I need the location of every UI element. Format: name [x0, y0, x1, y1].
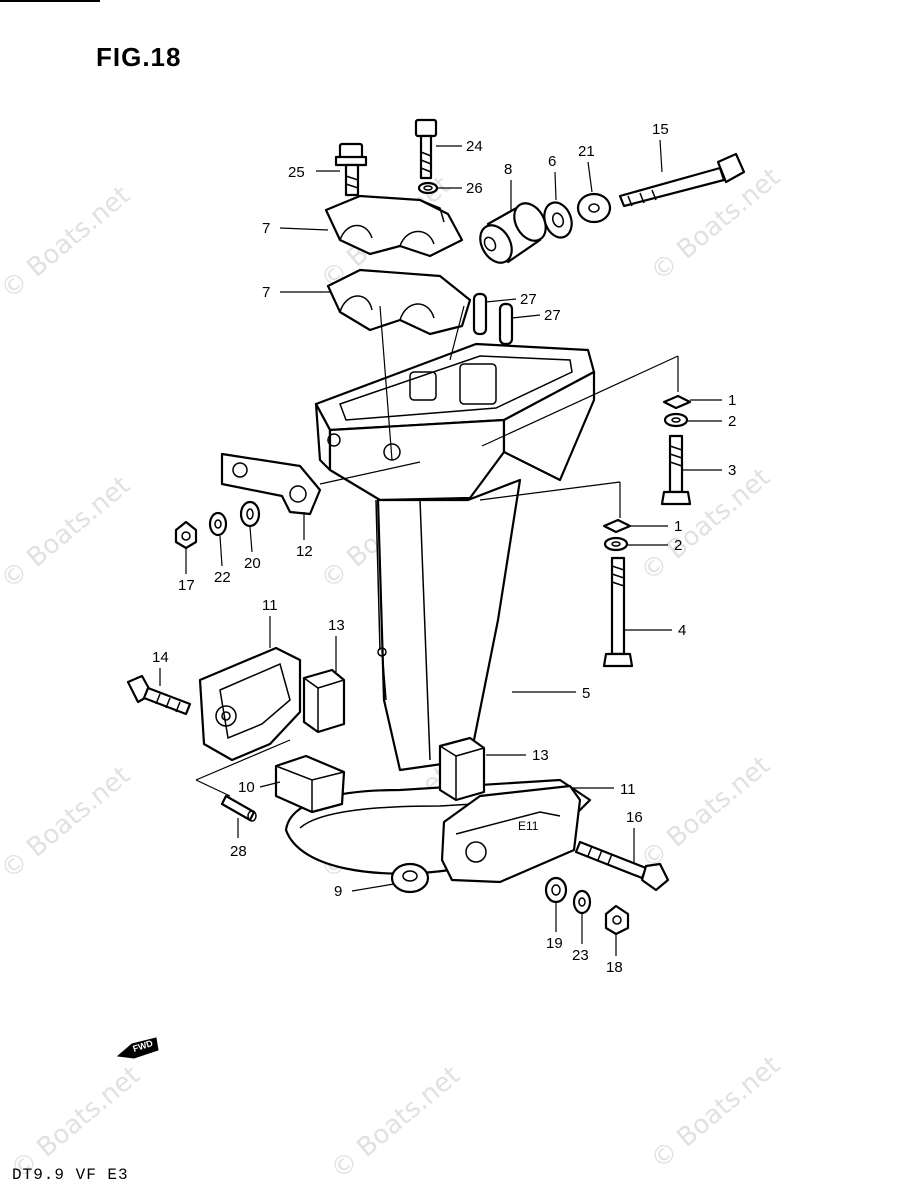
washer-23	[572, 889, 592, 915]
callout-number: 6	[548, 153, 556, 170]
callout-leader-line	[587, 161, 593, 193]
callout-number: 8	[504, 161, 512, 178]
callout-number: 13	[532, 747, 549, 764]
callout-number: 9	[334, 883, 342, 900]
bolt-16	[574, 840, 670, 892]
washer-2-upper	[663, 412, 689, 428]
callout-leader-line	[511, 314, 541, 319]
callout-number: 19	[546, 935, 563, 952]
washer-1-upper	[662, 394, 692, 410]
washer-22	[208, 511, 228, 537]
callout-number: 21	[578, 143, 595, 160]
bolt-25	[334, 142, 368, 197]
callout-number: 17	[178, 577, 195, 594]
washer-26	[417, 181, 439, 195]
top-rule	[0, 0, 100, 2]
bolt-3	[660, 434, 692, 506]
callout-leader-line	[659, 139, 663, 173]
callout-number: 10	[238, 779, 255, 796]
callout-number: 11	[620, 781, 636, 798]
callout-number: 2	[674, 537, 682, 554]
callout-number: 22	[214, 569, 231, 586]
watermark-text: © Boats.net	[635, 750, 776, 875]
callout-number: 1	[674, 518, 682, 535]
callout-number: 7	[262, 284, 270, 301]
callout-leader-line	[219, 535, 223, 567]
watermark-text: © Boats.net	[0, 760, 136, 885]
dowel-pin-27a	[472, 292, 488, 336]
callout-number: 3	[728, 462, 736, 479]
svg-text:E11: E11	[518, 819, 539, 833]
clamp-11-left	[198, 646, 302, 762]
washer-6	[543, 201, 573, 239]
callout-number: 5	[582, 685, 590, 702]
callout-leader-line	[249, 526, 253, 553]
pin-28	[220, 794, 257, 822]
callout-number: 2	[728, 413, 736, 430]
washer-19	[544, 876, 568, 904]
callout-number: 1	[728, 392, 736, 409]
callout-number: 4	[678, 622, 686, 639]
rubber-block-10	[274, 754, 346, 814]
callout-number: 14	[152, 649, 169, 666]
callout-leader-line	[351, 883, 395, 892]
bolt-4	[602, 556, 634, 668]
callout-number: 16	[626, 809, 643, 826]
bolt-15	[618, 152, 746, 208]
callout-number: 11	[262, 597, 278, 614]
washer-21	[576, 192, 612, 224]
dowel-pin-27b	[498, 302, 514, 346]
nut-17	[174, 520, 198, 550]
bolt-14	[126, 674, 192, 716]
clamp-11-right: E11	[440, 784, 582, 884]
watermark-text: © Boats.net	[325, 1060, 466, 1185]
washer-2-lower	[603, 536, 629, 552]
plate-12	[220, 452, 322, 516]
nut-18	[604, 904, 630, 936]
callout-number: 20	[244, 555, 261, 572]
callout-leader-line	[485, 298, 517, 303]
bolt-24	[414, 118, 438, 180]
mount-bushing-8	[479, 202, 547, 264]
callout-leader-line	[259, 781, 281, 788]
rubber-block-13-left	[302, 668, 346, 734]
model-code: DT9.9 VF E3	[12, 1166, 129, 1184]
rubber-block-13-right	[438, 736, 486, 802]
watermark-text: © Boats.net	[0, 180, 136, 305]
callout-number: 25	[288, 164, 305, 181]
collar-9	[390, 862, 430, 894]
assembly-lines	[195, 305, 679, 797]
callout-number: 28	[230, 843, 247, 860]
figure-title: FIG.18	[96, 42, 182, 72]
callout-number: 18	[606, 959, 623, 976]
watermark-text: © Boats.net	[635, 462, 776, 587]
callout-number: 23	[572, 947, 589, 964]
washer-20	[239, 500, 261, 528]
callout-number: 27	[520, 291, 537, 308]
callout-number: 24	[466, 138, 483, 155]
callout-leader-line	[279, 227, 329, 231]
watermark-text: © Boats.net	[645, 1050, 786, 1175]
washer-1-lower	[602, 518, 632, 534]
callout-number: 13	[328, 617, 345, 634]
callout-leader-line	[554, 171, 557, 201]
callout-number: 7	[262, 220, 270, 237]
callout-number: 15	[652, 121, 669, 138]
callout-number: 27	[544, 307, 561, 324]
callout-number: 26	[466, 180, 483, 197]
watermark-text: © Boats.net	[0, 470, 136, 595]
upper-mount-bracket-7	[324, 194, 464, 258]
forward-arrow-icon: FWD	[116, 1037, 159, 1059]
callout-number: 12	[296, 543, 313, 560]
lower-mount-bracket-7	[326, 268, 472, 336]
